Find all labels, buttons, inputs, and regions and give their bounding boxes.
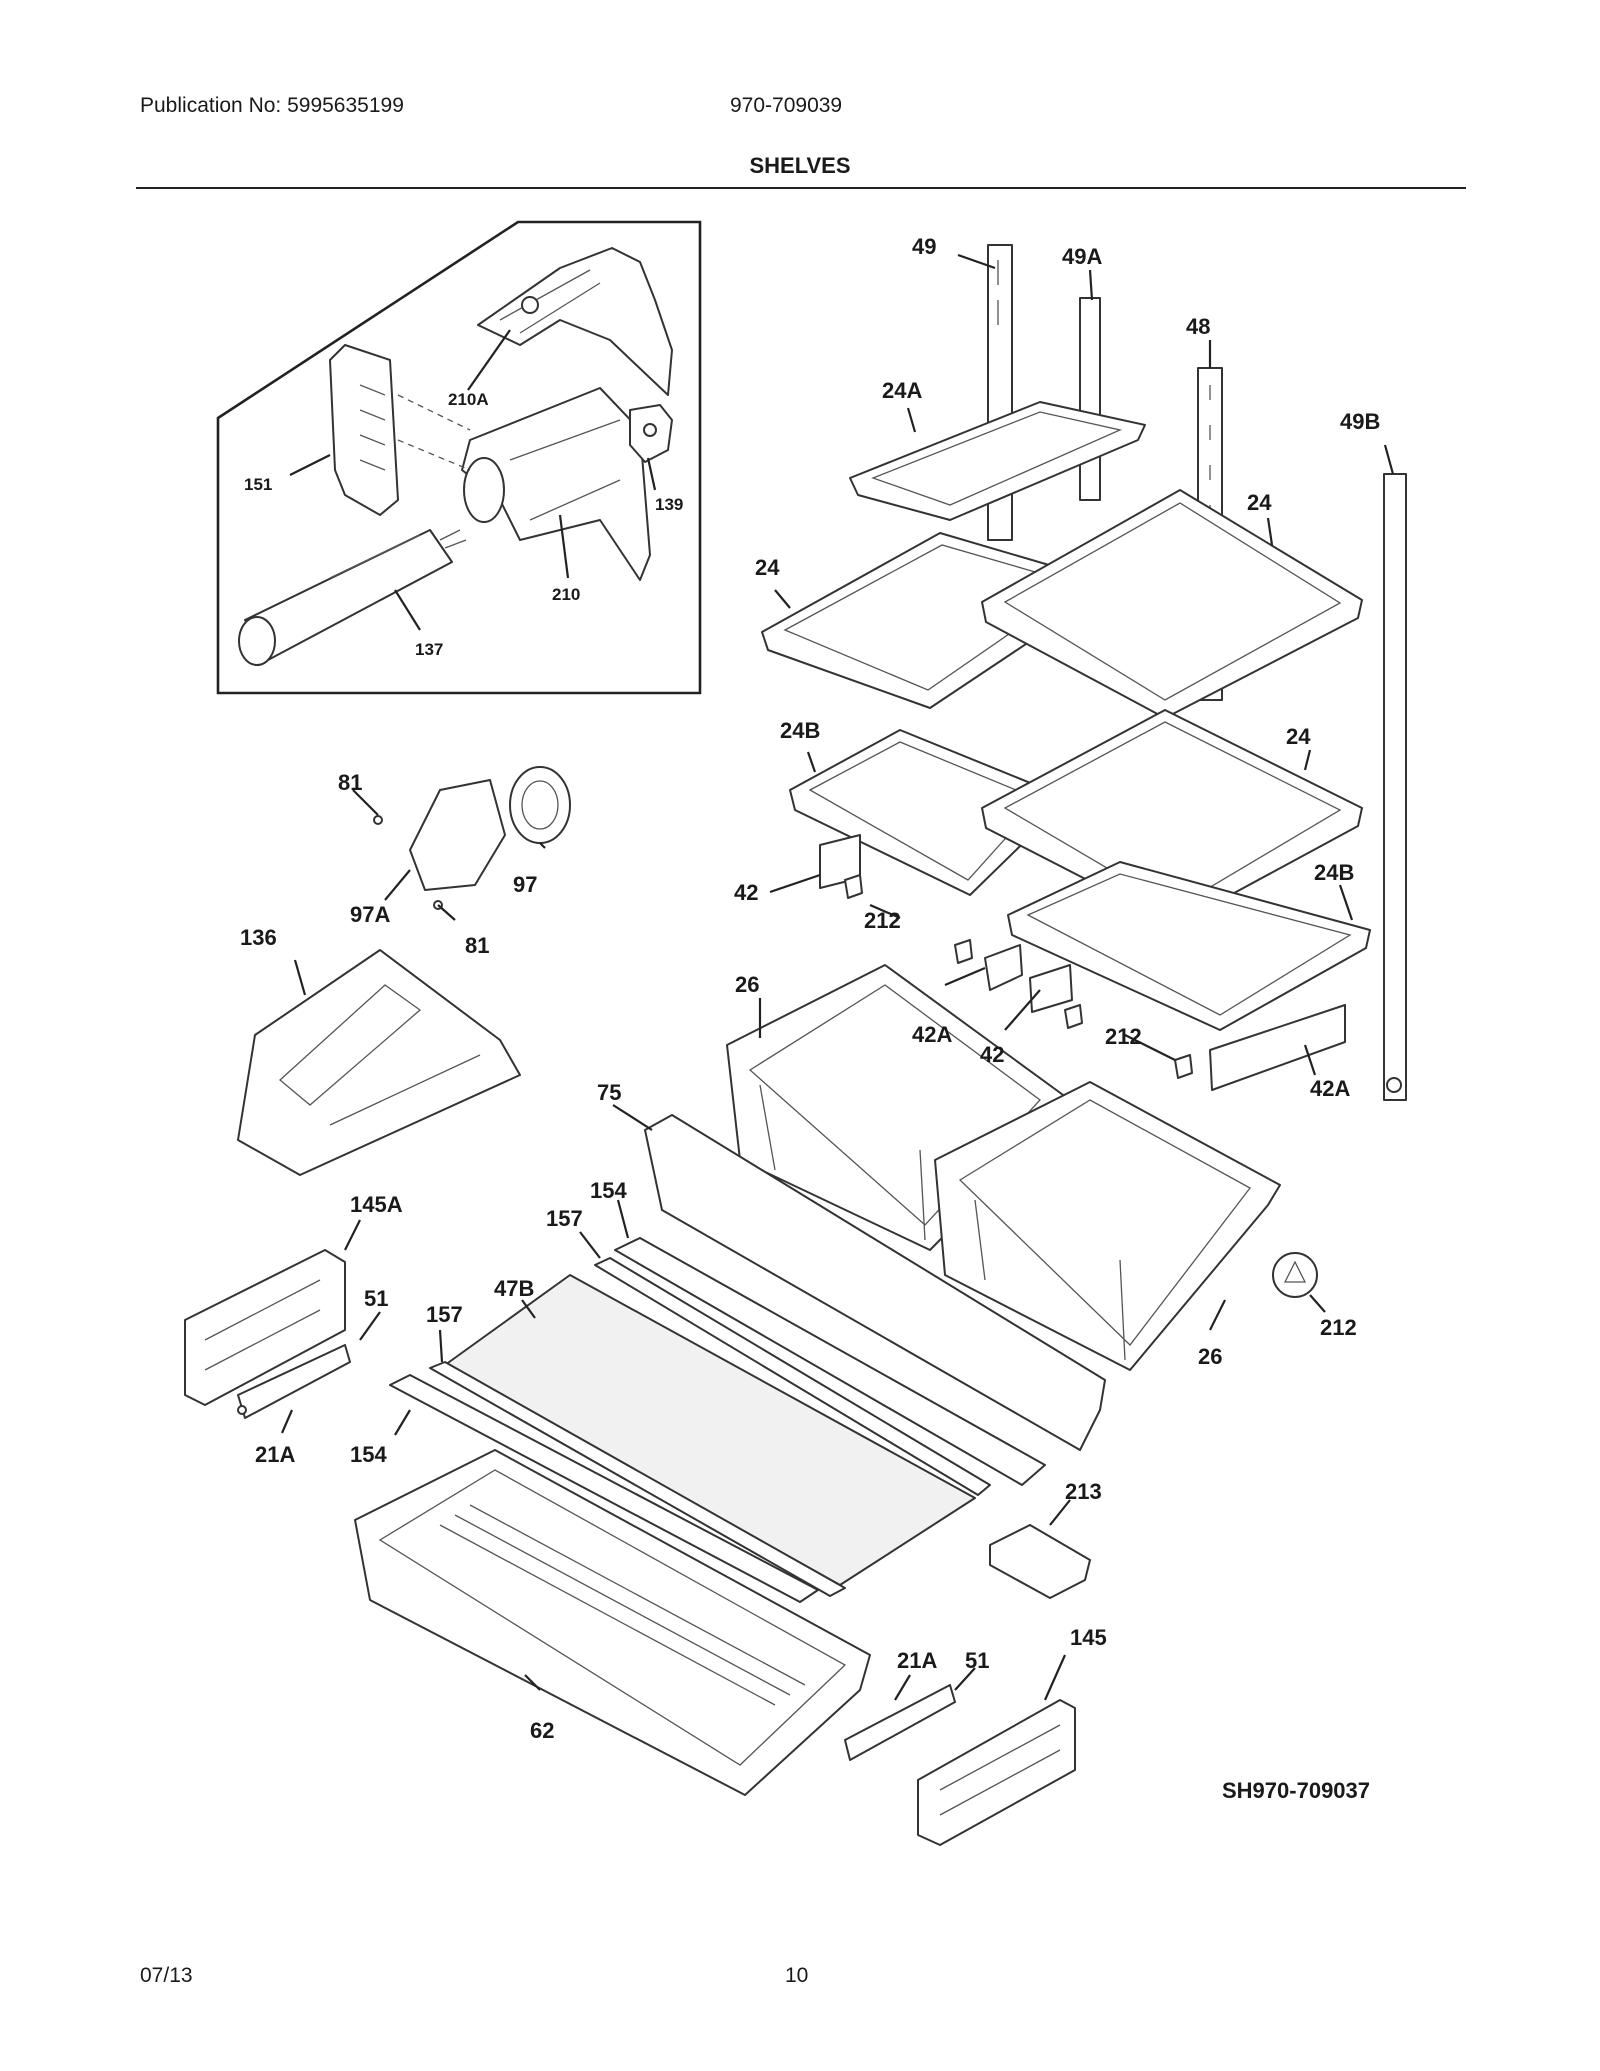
callout-154-upper: 154 — [590, 1178, 627, 1203]
callout-labels: 49 49A 48 49B 24A 24 24 24B 24 24B 42 21… — [240, 234, 1380, 1743]
crisper-drawers — [726, 964, 1281, 1371]
page-number: 10 — [785, 1964, 809, 1987]
callout-24-left: 24 — [755, 555, 780, 580]
footer-date: 07/13 — [140, 1964, 193, 1987]
callout-81-upper: 81 — [338, 770, 362, 795]
callout-24-right-lower: 24 — [1286, 724, 1311, 749]
model-number: 970-709039 — [730, 94, 843, 117]
callout-24b-right: 24B — [1314, 860, 1354, 885]
callout-26-right: 26 — [1198, 1344, 1222, 1369]
callout-51-left: 51 — [364, 1286, 388, 1311]
title-rule — [136, 187, 1466, 189]
callout-157-upper: 157 — [546, 1206, 583, 1231]
crisper-cover — [389, 1114, 1106, 1603]
glass-shelves — [761, 401, 1371, 1031]
callout-51-right: 51 — [965, 1648, 989, 1673]
callout-42-left: 42 — [734, 880, 758, 905]
callout-leaders — [280, 253, 1395, 1701]
callout-42a-right: 42A — [1310, 1076, 1350, 1101]
callout-151: 151 — [244, 475, 272, 494]
callout-24b-left: 24B — [780, 718, 820, 743]
callout-81-lower: 81 — [465, 933, 489, 958]
callout-21a-left: 21A — [255, 1442, 295, 1467]
callout-24a: 24A — [882, 378, 922, 403]
callout-212-upper: 212 — [864, 908, 901, 933]
callout-97: 97 — [513, 872, 537, 897]
page-title: SHELVES — [749, 153, 851, 178]
callout-42a-center: 42A — [912, 1022, 952, 1047]
callout-154-lower: 154 — [350, 1442, 387, 1467]
callout-212-detail: 212 — [1320, 1315, 1357, 1340]
callout-62: 62 — [530, 1718, 554, 1743]
callout-145: 145 — [1070, 1625, 1107, 1650]
callout-145a: 145A — [350, 1192, 403, 1217]
callout-26-left: 26 — [735, 972, 759, 997]
filter-inset: 151 210A 139 210 137 — [216, 220, 702, 695]
diagram-reference-code: SH970-709037 — [1222, 1778, 1371, 1803]
callout-24-right-top: 24 — [1247, 490, 1272, 515]
callout-139: 139 — [655, 495, 683, 514]
callout-213: 213 — [1065, 1479, 1102, 1504]
pantry-drawer — [354, 1449, 871, 1796]
callout-49b: 49B — [1340, 409, 1380, 434]
callout-21a-right: 21A — [897, 1648, 937, 1673]
callout-48: 48 — [1186, 314, 1210, 339]
side-parts — [184, 766, 1318, 1846]
callout-157-lower: 157 — [426, 1302, 463, 1327]
callout-42-center: 42 — [980, 1042, 1004, 1067]
callout-136: 136 — [240, 925, 277, 950]
callout-75: 75 — [597, 1080, 621, 1105]
callout-212-center: 212 — [1105, 1024, 1142, 1049]
callout-97a: 97A — [350, 902, 390, 927]
callout-137: 137 — [415, 640, 443, 659]
callout-49: 49 — [912, 234, 936, 259]
callout-210a: 210A — [448, 390, 489, 409]
callout-210: 210 — [552, 585, 580, 604]
callout-47b: 47B — [494, 1276, 534, 1301]
publication-number: Publication No: 5995635199 — [140, 94, 404, 117]
callout-49a: 49A — [1062, 244, 1102, 269]
